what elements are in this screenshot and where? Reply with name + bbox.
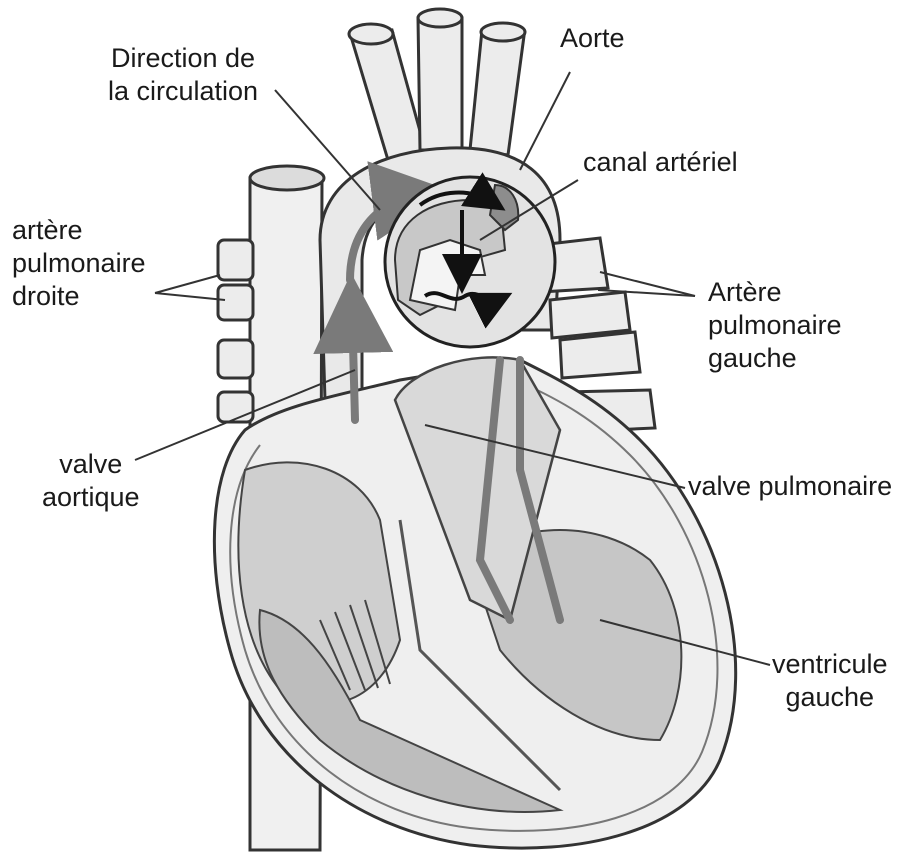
apg-line-2: pulmonaire bbox=[708, 309, 842, 342]
aorta-text: Aorte bbox=[560, 22, 625, 55]
direction-line-2: la circulation bbox=[108, 75, 258, 108]
right-pulmonary-artery bbox=[218, 240, 253, 422]
ductus-text: canal artériel bbox=[583, 146, 738, 179]
left-pulmonary-label: Artère pulmonaire gauche bbox=[708, 276, 842, 375]
aortic-valve-line-1: valve bbox=[42, 448, 140, 481]
left-ventricle-label: ventricule gauche bbox=[772, 648, 888, 714]
aorta-label: Aorte bbox=[560, 22, 625, 55]
ventricle-line-2: gauche bbox=[772, 681, 888, 714]
aortic-arch-vessels bbox=[349, 9, 525, 160]
aortic-valve-line-2: aortique bbox=[42, 481, 140, 514]
apg-line-3: gauche bbox=[708, 342, 842, 375]
apd-line-1: artère bbox=[12, 214, 146, 247]
ductus-magnifier bbox=[385, 177, 555, 347]
apg-line-1: Artère bbox=[708, 276, 842, 309]
direction-line-1: Direction de bbox=[108, 42, 258, 75]
apd-line-2: pulmonaire bbox=[12, 247, 146, 280]
ductus-label: canal artériel bbox=[583, 146, 738, 179]
pulmonary-valve-label: valve pulmonaire bbox=[688, 470, 892, 503]
right-pulmonary-label: artère pulmonaire droite bbox=[12, 214, 146, 313]
ventricle-line-1: ventricule bbox=[772, 648, 888, 681]
apd-line-3: droite bbox=[12, 280, 146, 313]
pulmonary-valve-text: valve pulmonaire bbox=[688, 470, 892, 503]
aortic-valve-label: valve aortique bbox=[42, 448, 140, 514]
direction-label: Direction de la circulation bbox=[108, 42, 258, 108]
